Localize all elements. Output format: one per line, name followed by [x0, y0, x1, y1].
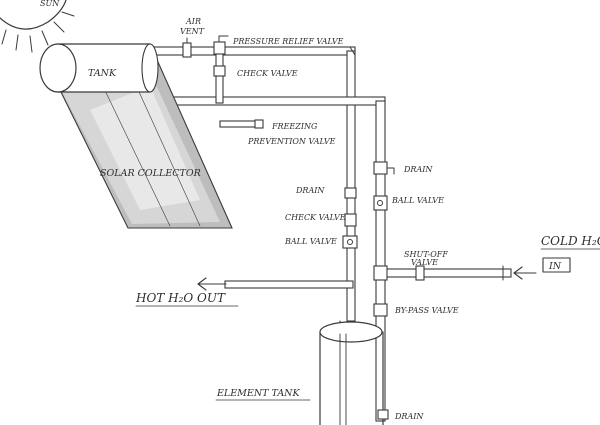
freezing-prevention-valve [254, 119, 264, 129]
check-valve-left-label: CHECK VALVE [285, 213, 346, 222]
hot-water-out-arrow [197, 277, 227, 291]
sun [0, 0, 75, 53]
ball-valve-left [342, 235, 358, 249]
shut-off-label-line2: VALVE [411, 258, 438, 267]
drain-bottom [377, 409, 389, 425]
element-tank-label: ELEMENT TANK [216, 388, 300, 399]
drain-right [373, 161, 395, 175]
drain-left [344, 187, 357, 199]
check-valve-top-label: CHECK VALVE [237, 69, 298, 78]
check-valve-top [213, 65, 226, 77]
bypass-valve-label: BY-PASS VALVE [394, 306, 459, 315]
air-vent-label-line1: AIR [185, 17, 201, 26]
hot-h2o-out-label: HOT H₂O OUT [135, 291, 226, 305]
tank [39, 43, 159, 93]
in-box [542, 257, 571, 273]
solar-collector [57, 61, 233, 229]
in-label: IN [548, 261, 562, 272]
shut-off-valve [373, 265, 425, 281]
air-vent-label-line2: VENT [180, 27, 205, 36]
pressure-relief-valve [213, 35, 229, 55]
drain-right-label: DRAIN [403, 165, 433, 174]
cold-water-in-arrow [513, 266, 537, 280]
drain-left-label: DRAIN [295, 186, 325, 195]
bypass-valve [373, 303, 388, 317]
ball-valve-right [373, 195, 388, 211]
freezing-label-line1: FREEZING [271, 122, 318, 131]
tank-label: TANK [88, 68, 117, 79]
drain-bottom-label: DRAIN [394, 412, 424, 421]
sun-label: SUN [40, 0, 60, 8]
ball-valve-right-label: BALL VALVE [391, 196, 444, 205]
pressure-relief-valve-label: PRESSURE RELIEF VALVE [232, 37, 344, 46]
element-tank [319, 321, 384, 425]
ball-valve-left-label: BALL VALVE [284, 237, 337, 246]
cold-h2o-label: COLD H₂O [541, 234, 600, 248]
shut-off-label-line1: SHUT-OFF [404, 250, 448, 259]
solar-collector-label: SOLAR COLLECTOR [100, 168, 201, 179]
freezing-label-line2: PREVENTION VALVE [247, 137, 336, 146]
air-vent [182, 37, 192, 58]
check-valve-left [344, 213, 357, 227]
